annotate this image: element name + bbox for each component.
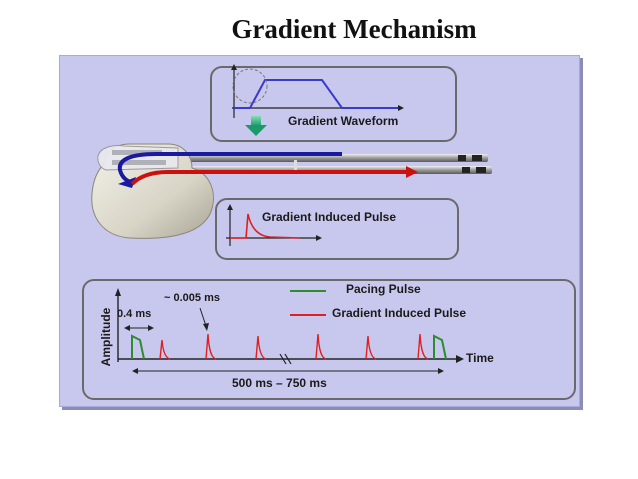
interval-label: 500 ms – 750 ms	[232, 376, 327, 390]
legend-label-pacing: Pacing Pulse	[346, 282, 421, 296]
legend-label-induced: Gradient Induced Pulse	[332, 306, 467, 320]
induced-pulse-2	[205, 333, 217, 360]
induced-pulse-5	[365, 335, 377, 360]
induced-pulse-1	[159, 339, 171, 360]
induced-pulse-3	[255, 335, 267, 360]
interval-marker	[132, 368, 444, 374]
induced-current-paths	[117, 152, 418, 188]
gradient-induced-label: Gradient Induced Pulse	[262, 210, 397, 224]
pacing-width-label: 0.4 ms	[117, 308, 152, 320]
diagram-drawing	[91, 64, 492, 374]
down-arrow-icon	[245, 116, 267, 136]
induced-width-label: ~ 0.005 ms	[164, 292, 220, 304]
induced-pulse-4	[315, 333, 327, 360]
gradient-induced-box: Gradient Induced Pulse	[215, 198, 459, 260]
gradient-waveform-plot	[231, 64, 404, 118]
gradient-waveform-label: Gradient Waveform	[288, 114, 399, 128]
pacing-pulse-last	[433, 334, 447, 360]
slide-title: Gradient Mechanism	[231, 14, 477, 44]
timeline-box	[82, 279, 576, 400]
pacing-pulse-first	[131, 334, 145, 360]
time-axis-label: Time	[466, 351, 494, 365]
timeline-plot	[115, 288, 464, 374]
diagram-panel: Gradient Waveform Gradient Induced Pulse…	[59, 55, 580, 407]
legend-swatch-pacing	[290, 290, 326, 292]
pacemaker-icon	[91, 143, 214, 239]
induced-pulse-plot	[226, 204, 322, 246]
induced-pulse-6	[417, 333, 429, 360]
induced-width-pointer	[199, 307, 209, 331]
pacing-width-marker	[124, 325, 154, 331]
legend-swatch-induced	[290, 314, 326, 316]
axis-break-icon	[279, 353, 292, 365]
